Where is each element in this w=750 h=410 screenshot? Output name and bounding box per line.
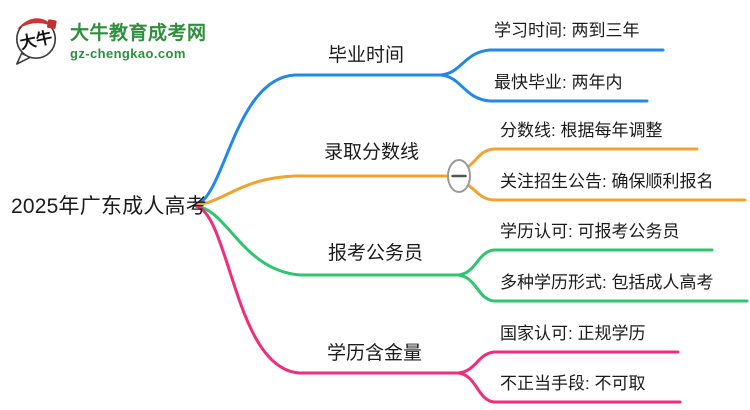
logo-text-block: 大牛教育成考网 gz-chengkao.com <box>70 18 207 61</box>
leaf-state-recognized[interactable]: 国家认可: 正规学历 <box>500 324 646 343</box>
leaf-fastest-graduation[interactable]: 最快毕业: 两年内 <box>494 73 623 92</box>
branch-label-admission-score[interactable]: 录取分数线 <box>324 142 420 163</box>
leaf-improper-means[interactable]: 不正当手段: 不可取 <box>500 374 646 393</box>
daniu-logo-icon: 大牛 <box>15 18 57 65</box>
red-beret-icon <box>16 18 56 30</box>
site-logo[interactable]: 大牛 大牛教育成考网 gz-chengkao.com <box>12 12 207 66</box>
leaf-underline <box>439 48 665 77</box>
leaf-underline <box>456 350 680 375</box>
logo-domain: gz-chengkao.com <box>70 45 186 61</box>
red-seal-icon <box>47 19 57 29</box>
branch-label-civil-servant[interactable]: 报考公务员 <box>328 243 424 264</box>
branch-civil-servant-lines <box>194 204 749 303</box>
branch-degree-value-lines <box>194 204 682 404</box>
leaf-underline <box>439 73 649 103</box>
leaf-degree-forms[interactable]: 多种学历形式: 包括成人高考 <box>500 273 714 292</box>
leaf-underline <box>456 371 682 404</box>
root-node[interactable]: 2025年广东成人高考 <box>11 195 207 218</box>
branch-line <box>194 73 443 207</box>
branch-label-graduation-time[interactable]: 毕业时间 <box>328 45 405 66</box>
branch-admission-score-lines <box>194 147 747 207</box>
leaf-underline <box>456 273 749 303</box>
leaf-underline <box>466 183 747 202</box>
branch-line <box>194 174 449 207</box>
leaf-underline <box>466 147 699 169</box>
collapse-button[interactable] <box>447 159 471 193</box>
branch-label-degree-value[interactable]: 学历含金量 <box>327 343 423 364</box>
branch-line <box>194 204 460 277</box>
leaf-study-duration[interactable]: 学习时间: 两到三年 <box>494 21 640 40</box>
branch-line <box>194 204 460 375</box>
leaf-score-line-adjust[interactable]: 分数线: 根据每年调整 <box>500 121 663 140</box>
leaf-degree-recognized[interactable]: 学历认可: 可报考公务员 <box>500 222 680 241</box>
logo-title: 大牛教育成考网 <box>70 22 207 44</box>
leaf-admission-notice[interactable]: 关注招生公告: 确保顺利报名 <box>500 172 714 191</box>
branch-graduation-time-lines <box>194 48 665 207</box>
leaf-underline <box>456 248 714 277</box>
